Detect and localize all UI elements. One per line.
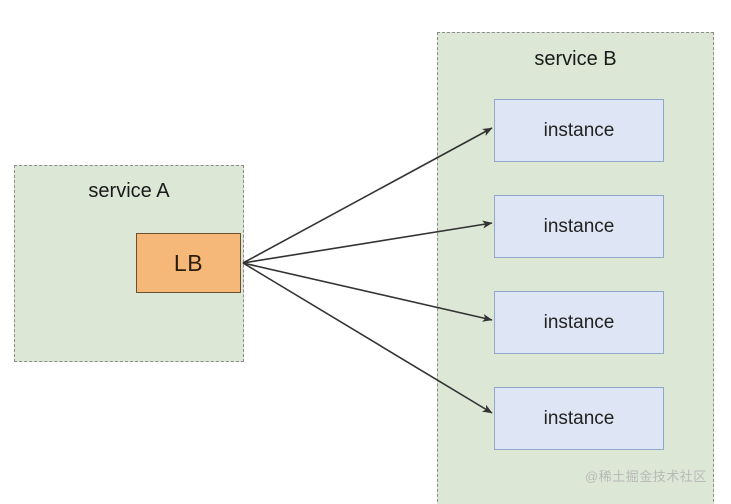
instance-node[interactable]: instance: [494, 99, 664, 162]
instance-node[interactable]: instance: [494, 387, 664, 450]
instance-node[interactable]: instance: [494, 291, 664, 354]
instance-node[interactable]: instance: [494, 195, 664, 258]
load-balancer-node[interactable]: LB: [136, 233, 241, 293]
service-a-title: service A: [88, 180, 170, 202]
watermark-text: @稀土掘金技术社区: [585, 469, 707, 484]
service-b-title: service B: [534, 48, 617, 70]
